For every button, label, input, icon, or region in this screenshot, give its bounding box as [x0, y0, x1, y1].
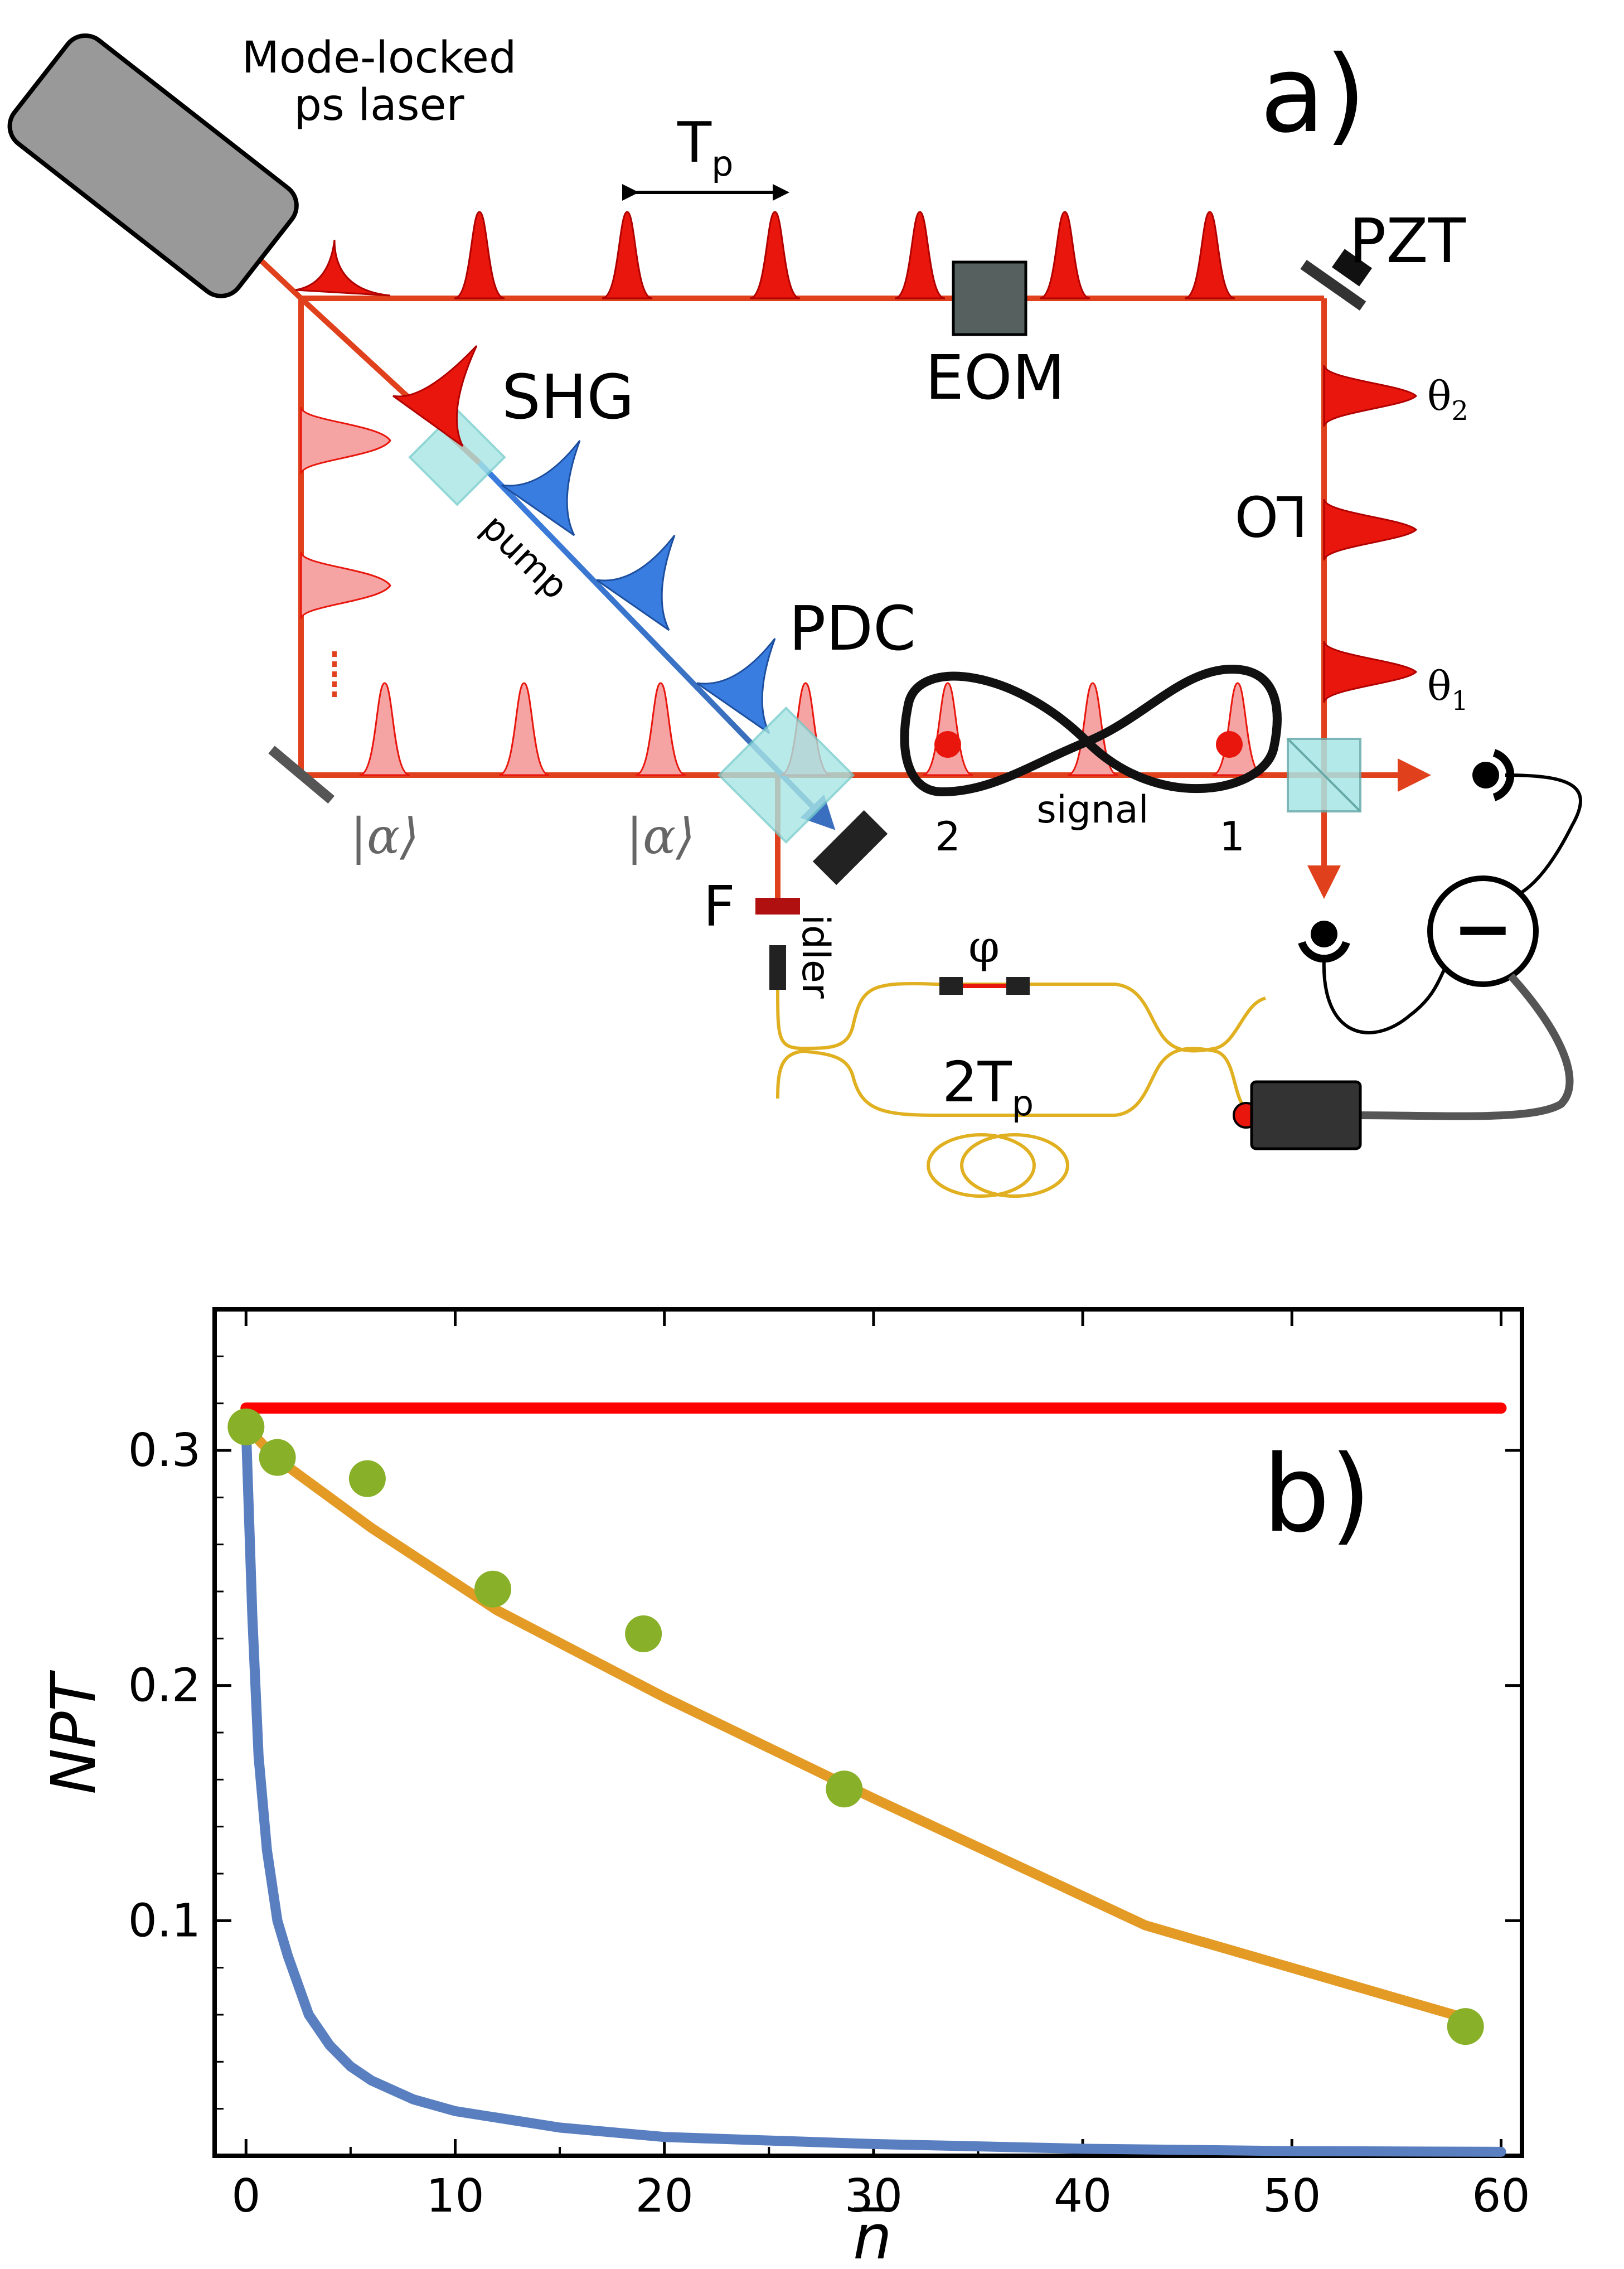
shg-crystal [408, 408, 506, 506]
pulse [1184, 211, 1235, 299]
faded-pulse [635, 682, 686, 776]
data-point [625, 1615, 662, 1652]
pzt-actuator [1331, 249, 1373, 287]
series-line-2 [241, 1421, 1506, 2157]
mirror-bottom-left [268, 746, 335, 804]
beam-paths [249, 249, 1431, 915]
pdc-crystal [717, 706, 855, 844]
top-pulses [295, 211, 1235, 299]
alpha-label-left: |α⟩ [350, 807, 419, 865]
y-axis-label: NPT [38, 1670, 109, 1794]
mode-2-dot [934, 731, 961, 758]
filter-label: F [703, 874, 735, 939]
shg-label: SHG [502, 361, 634, 433]
faded-pulse [498, 682, 550, 776]
detector-bottom [1298, 921, 1350, 963]
fiber-interferometer [776, 981, 1266, 1198]
x-tick-label: 50 [1263, 2170, 1321, 2223]
panel-b-label: b) [1263, 1433, 1371, 1556]
laser-label-line2: ps laser [294, 80, 464, 130]
panel-a-label: a) [1260, 33, 1366, 156]
x-tick-label: 20 [636, 2170, 694, 2223]
phase-shifter-left [939, 977, 963, 995]
x-tick-label: 10 [426, 2170, 484, 2223]
y-tick-label: 0.3 [128, 1424, 201, 1477]
detector-right [1472, 749, 1515, 801]
pzt-label: PZT [1349, 205, 1466, 277]
data-point [348, 1460, 386, 1497]
mode-2-label: 2 [935, 813, 961, 860]
pulse [1039, 211, 1090, 299]
x-tick-label: 60 [1472, 2170, 1530, 2223]
faded-pulse [300, 407, 391, 475]
pdc-label: PDC [789, 593, 916, 664]
idler-label: idler [793, 915, 837, 999]
pump-pulses [501, 440, 776, 734]
signal-label: signal [1036, 788, 1148, 832]
mode-1-dot [1216, 731, 1243, 758]
diagonal-red-pulse [392, 345, 478, 447]
filter [755, 898, 800, 915]
digitizer-box [1250, 1080, 1362, 1150]
data-point [474, 1570, 512, 1608]
pump-pulse [596, 535, 676, 631]
left-pulses [300, 407, 391, 620]
pulse [894, 211, 946, 299]
minus-label: − [1453, 886, 1514, 971]
y-tick-label: 0.2 [128, 1660, 201, 1712]
pzt-mirror [1300, 259, 1366, 311]
laser-box [7, 33, 299, 298]
x-tick-label: 30 [845, 2170, 903, 2223]
lo-pulse [1323, 499, 1418, 561]
fiber-coupler [769, 945, 786, 990]
signal-figure-eight [900, 664, 1282, 797]
wire-output [1354, 973, 1574, 1120]
delay-label: 2Tp [942, 1049, 1034, 1124]
lo-pulse [1323, 641, 1418, 703]
beam-dump [812, 810, 888, 886]
pump-pulse [696, 638, 776, 734]
data-point [259, 1439, 296, 1476]
lo-label: LO [1235, 483, 1308, 548]
beamsplitter-diagonal [1287, 738, 1361, 812]
phi-label: φ [968, 921, 1000, 973]
data-point [227, 1408, 265, 1445]
subtractor-circle [1427, 875, 1539, 987]
alpha-label-middle: |α⟩ [626, 807, 695, 865]
panel-a-setup: Mode-locked ps laser a) Tp EOM PZT SHG [7, 33, 1582, 1198]
ellipsis-dots [332, 651, 337, 697]
faded-pulse [359, 682, 410, 776]
faded-pulse [1212, 682, 1263, 776]
pulse [295, 239, 391, 297]
laser-label-line1: Mode-locked [242, 33, 517, 83]
wire-right [1505, 773, 1582, 894]
pulse [749, 211, 801, 299]
x-tick-label: 0 [231, 2170, 260, 2223]
theta2-label: θ2 [1427, 372, 1468, 427]
data-point [826, 1770, 863, 1808]
lo-pulse [1323, 365, 1418, 427]
data-point [1447, 2008, 1484, 2045]
wire-bottom [1322, 959, 1446, 1034]
eom-label: EOM [925, 342, 1065, 413]
x-axis-label: n [853, 2202, 892, 2269]
faded-pulse [922, 682, 973, 776]
x-axis-ticks: 0 10 20 30 40 50 60 [231, 1309, 1530, 2223]
series-layer [227, 1402, 1507, 2157]
panel-b-chart: 0 10 20 30 40 50 60 0.1 0.2 0.3 b) NPT n [38, 1307, 1530, 2269]
mode-1-label: 1 [1219, 813, 1245, 860]
eom-box [952, 260, 1027, 336]
pulse [602, 211, 653, 299]
pump-pulse [501, 440, 581, 536]
tp-label: Tp [677, 110, 733, 184]
x-tick-label: 40 [1054, 2170, 1112, 2223]
phase-shifter-right [1006, 977, 1030, 995]
y-axis-ticks: 0.1 0.2 0.3 [128, 1355, 1522, 2110]
faded-pulse [300, 551, 391, 620]
y-tick-label: 0.1 [128, 1894, 201, 1947]
theta1-label: θ1 [1427, 662, 1468, 717]
pulse [454, 211, 505, 299]
lo-pulses [1323, 365, 1418, 703]
